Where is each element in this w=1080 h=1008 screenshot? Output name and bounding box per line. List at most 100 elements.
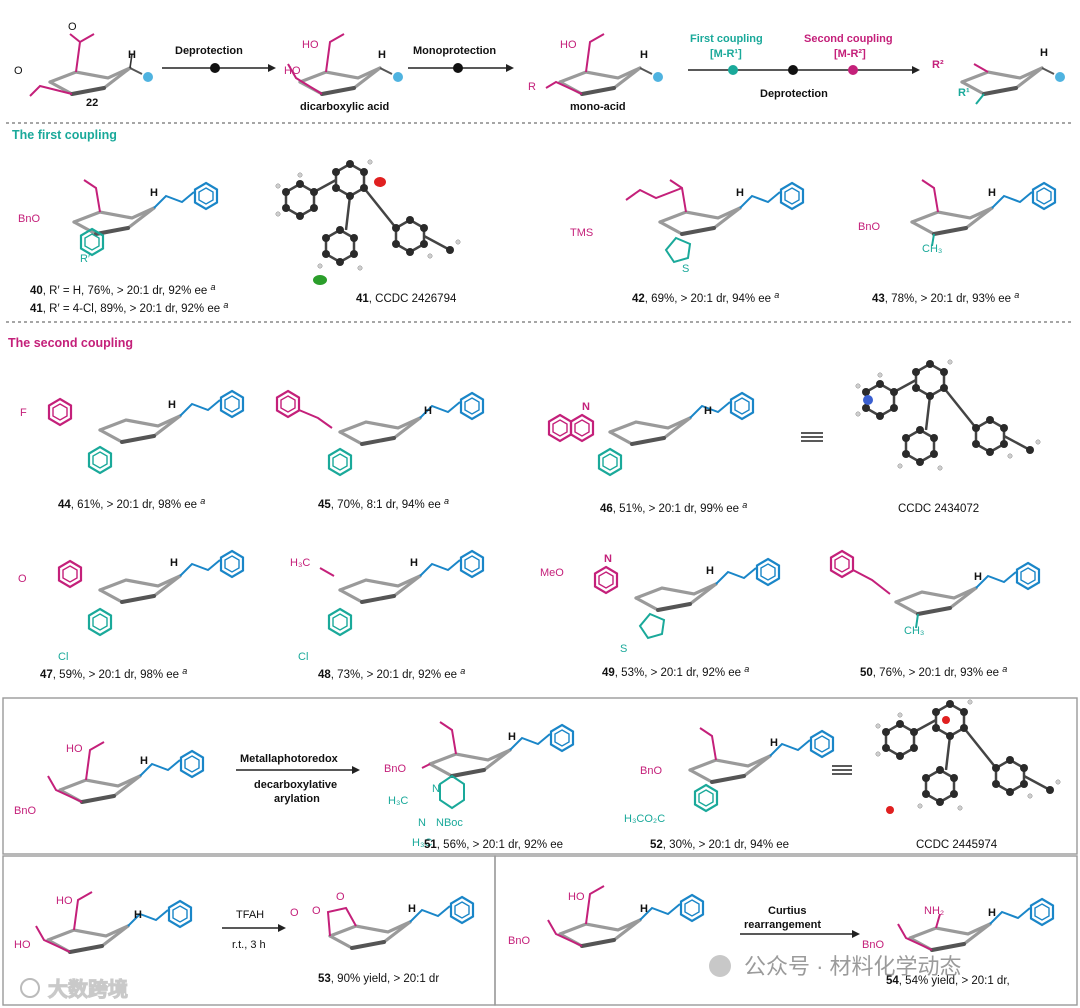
atom-label: H <box>140 755 148 767</box>
atom-label: H <box>706 565 714 577</box>
atom-label: HO <box>66 743 83 755</box>
atom-label: H <box>424 405 432 417</box>
atom-label: F <box>20 407 27 419</box>
atom-label: O <box>312 905 321 917</box>
step-monoprotection: Monoprotection <box>413 45 496 57</box>
atom-label: S <box>620 643 627 655</box>
atom-label: N <box>582 401 590 413</box>
atom-label: H <box>704 405 712 417</box>
atom-label: BnO <box>18 213 40 225</box>
conditions-rt: r.t., 3 h <box>232 939 266 951</box>
atom-label: BnO <box>384 763 406 775</box>
intermediate-mono-acid: mono-acid <box>570 101 626 113</box>
compound-22-structure <box>29 33 153 97</box>
first-reagent-label: [M-R¹] <box>710 48 742 60</box>
atom-label: CH₃ <box>904 625 924 637</box>
atom-label: BnO <box>640 765 662 777</box>
atom-label: HO <box>14 939 31 951</box>
atom-label: NH₂ <box>924 905 944 917</box>
atom-label: N <box>432 783 440 795</box>
atom-label: H <box>150 187 158 199</box>
caption-50: 50, 76%, > 20:1 dr, 93% ee a <box>860 664 1007 679</box>
compound-54: NH₂ BnO H <box>862 899 1053 952</box>
arrow-head <box>278 924 286 932</box>
atom-label: H <box>988 187 996 199</box>
atom-label: H <box>128 49 136 61</box>
step-decarboxylative: decarboxylative <box>254 779 337 791</box>
equivalence-sign <box>801 432 823 442</box>
arrow-head <box>506 64 514 72</box>
step-dot <box>210 63 220 73</box>
compound-50: H CH₃ <box>829 549 1039 637</box>
atom-label: MeO <box>540 567 564 579</box>
compound-47: O Cl H <box>18 551 243 663</box>
mono-acid-structure <box>545 33 663 96</box>
photoredox-starting-material: HO BnO H <box>14 741 203 817</box>
arrow-head <box>852 930 860 938</box>
caption-x52: CCDC 2445974 <box>916 839 998 851</box>
caption-43: 43, 78%, > 20:1 dr, 93% ee a <box>872 290 1019 305</box>
compound-53: O O O H <box>290 891 473 950</box>
atom-label: NBoc <box>436 817 463 829</box>
mono-acid-starting-material: HO BnO H <box>508 885 703 948</box>
crystal-structure-41 <box>274 158 462 285</box>
atom-label: BnO <box>862 939 884 951</box>
atom-label: S <box>682 263 689 275</box>
atom-label: H <box>988 907 996 919</box>
compound-42: TMS H S <box>570 179 803 275</box>
step-arylation: arylation <box>274 793 320 805</box>
atom-label: H₃C <box>290 557 310 569</box>
atom-label: H₃C <box>388 795 408 807</box>
caption-46: 46, 51%, > 20:1 dr, 99% ee a <box>600 500 747 515</box>
atom-label: HO <box>560 39 577 51</box>
atom-label: H <box>134 909 142 921</box>
first-coupling-label: First coupling <box>690 33 763 45</box>
arrow-head <box>912 66 920 74</box>
atom-label: O <box>290 907 299 919</box>
caption-47: 47, 59%, > 20:1 dr, 98% ee a <box>40 666 187 681</box>
atom-label: HO <box>568 891 585 903</box>
atom-label: H₃C <box>412 837 432 849</box>
compound-22-label: 22 <box>86 97 98 109</box>
compound-51: BnO H₃C N N NBoc H₃C H <box>384 721 573 849</box>
final-product-structure <box>960 63 1065 105</box>
atom-label: O <box>68 21 77 33</box>
step-dot-magenta <box>848 65 858 75</box>
step-deprotection-2: Deprotection <box>760 88 828 100</box>
atom-label: R′ <box>80 253 90 265</box>
atom-label: H <box>1040 47 1048 59</box>
watermark-left: 大数跨境 <box>20 977 129 1002</box>
step-metallaphotoredox: Metallaphotoredox <box>240 753 339 765</box>
atom-label: H <box>168 399 176 411</box>
r-group-label: R <box>528 81 536 93</box>
caption-42: 42, 69%, > 20:1 dr, 94% ee a <box>632 290 779 305</box>
atom-label: H <box>508 731 516 743</box>
atom-label: BnO <box>14 805 36 817</box>
header-scheme: O O H 22 Deprotection HO HO H dicarboxyl… <box>14 21 1065 113</box>
section-first-coupling: The first coupling <box>12 128 117 142</box>
arrow-head <box>268 64 276 72</box>
atom-label: H <box>640 49 648 61</box>
atom-label: H <box>736 187 744 199</box>
compound-46: N H <box>547 393 823 477</box>
atom-label: TMS <box>570 227 593 239</box>
atom-label: N <box>418 817 426 829</box>
svg-text:公众号 · 材料化学动态: 公众号 · 材料化学动态 <box>744 954 962 979</box>
caption-51: 51, 56%, > 20:1 dr, 92% ee <box>424 839 563 851</box>
step-dot <box>453 63 463 73</box>
equivalence-sign <box>832 765 852 775</box>
caption-48: 48, 73%, > 20:1 dr, 92% ee a <box>318 666 465 681</box>
atom-label: O <box>336 891 345 903</box>
diacid-starting-material: HO HO H <box>14 891 191 954</box>
caption-52: 52, 30%, > 20:1 dr, 94% ee <box>650 839 789 851</box>
atom-label: N <box>604 553 612 565</box>
r1-label: R¹ <box>958 87 970 99</box>
caption-53: 53, 90% yield, > 20:1 dr <box>318 973 439 985</box>
section-second-coupling: The second coupling <box>8 336 133 350</box>
atom-label: CH₃ <box>922 243 942 255</box>
arrow-head <box>352 766 360 774</box>
svg-text:大数跨境: 大数跨境 <box>48 977 128 1001</box>
compound-43: BnO H CH₃ <box>858 179 1055 255</box>
atom-label: H <box>974 571 982 583</box>
atom-label: BnO <box>508 935 530 947</box>
